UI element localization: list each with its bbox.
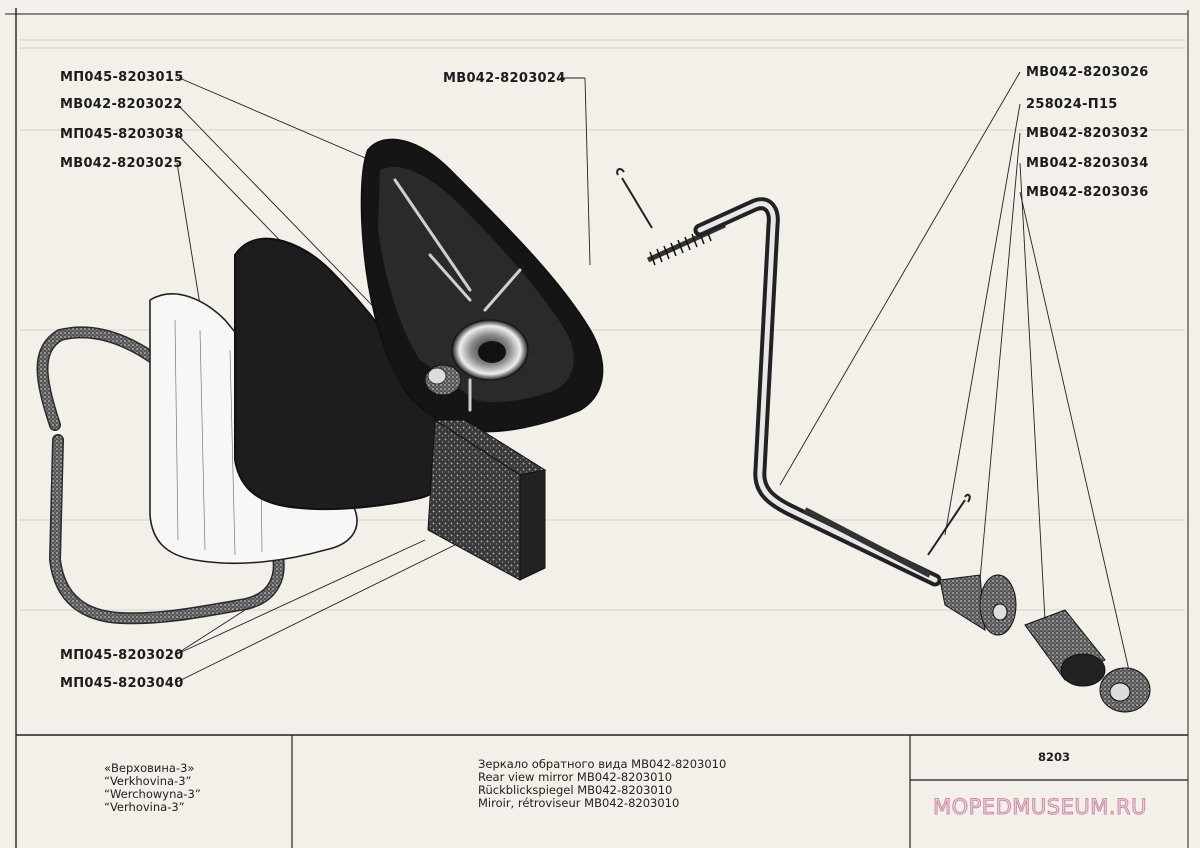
rubber-tube [1024,609,1106,687]
part-label: МВ042-8203022 [60,97,183,112]
part-label: МВ042-8203036 [1026,185,1149,200]
lower-spring [803,507,932,578]
watermark: MOPEDMUSEUM.RU [933,795,1147,820]
part-label: 258024-П15 [1026,97,1118,112]
foam-pad [427,419,547,581]
rubber-nut [424,364,462,396]
model-name-en: “Verkhovina-3” [104,774,192,788]
part-label: МВ042-8203024 [443,71,566,86]
mirror-housing [360,138,604,433]
part-label: МВ042-8203026 [1026,65,1149,80]
part-label: МП045-8203038 [60,127,184,142]
sheet-number: 8203 [1038,750,1071,764]
conical-sleeve [939,574,1017,636]
upper-cotter-pin [616,168,653,229]
mirror-stem [693,197,942,587]
assembly-titles: Зеркало обратного вида МВ042-8203010 Rea… [478,758,726,810]
part-label: МП045-8203020 [60,648,184,663]
model-name-ru: «Верховина-3» [104,761,195,775]
sheet-frame [5,8,1189,848]
model-names: «Верховина-3» “Verkhovina-3” “Werchowyna… [104,762,201,814]
model-name-fr: “Verhovina-3” [104,800,185,814]
part-label: МВ042-8203034 [1026,156,1149,171]
title-en: Rear view mirror МВ042-8203010 [478,770,673,784]
lower-cotter-pin [927,493,971,556]
end-cap [1099,667,1151,713]
model-name-de: “Werchowyna-3” [104,787,201,801]
part-label: МВ042-8203032 [1026,126,1149,141]
title-de: Rückblickspiegel МВ042-8203010 [478,783,673,797]
title-ru: Зеркало обратного вида МВ042-8203010 [478,757,727,771]
title-fr: Miroir, rétroviseur МВ042-8203010 [478,796,680,810]
part-label: МП045-8203015 [60,70,184,85]
part-label: МП045-8203040 [60,676,184,691]
part-label: МВ042-8203025 [60,156,183,171]
